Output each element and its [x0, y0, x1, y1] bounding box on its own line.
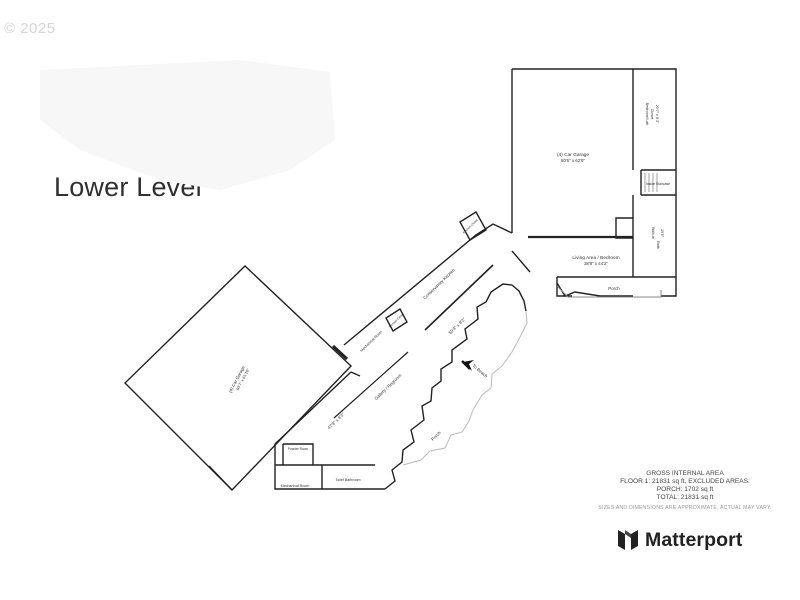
label-bedroom-closet-dims: 20'7" x 8'3": [655, 105, 659, 124]
label-porch-left: Porch: [430, 430, 442, 442]
corridor-inner-wall-lower: [333, 351, 409, 419]
label-living-area-dims: 38'8" x 44'2": [584, 261, 609, 266]
label-garage-right-dims: 60'6" x 62'9": [561, 158, 586, 163]
gross-area-info: GROSS INTERNAL AREA FLOOR 1: 21831 sq ft…: [585, 470, 785, 512]
garage-left-walls: [124, 265, 352, 492]
watermark-shape: [40, 60, 335, 190]
kitchen-closet: [459, 211, 487, 241]
stair-walls: [640, 169, 676, 196]
porch-outline: [402, 310, 528, 466]
corridor-inner-wall-upper: [424, 264, 494, 331]
lower-rooms-walls: [274, 443, 385, 490]
label-walk-in: Walk-In: [651, 227, 655, 239]
staircase-hatch: [644, 173, 658, 192]
garage-right-walls: [511, 68, 677, 297]
label-kitchen-closet: Kitchen Closet: [462, 218, 479, 234]
gross-area-total: TOTAL: 21831 sq ft: [656, 494, 714, 501]
storage-closet: [385, 308, 408, 332]
label-walk-in-dims: 19'5": [660, 229, 664, 238]
to-beach-arrow-shaft: [461, 360, 471, 370]
label-mechanical-room: Mechanical Room: [281, 484, 310, 488]
label-to-beach: To Beach: [471, 363, 489, 379]
label-inside-staircase: Inside Staircase: [646, 182, 670, 186]
matterport-brand-name: Matterport: [645, 528, 743, 551]
label-mechanical-room-diag: Mechanical Room: [360, 330, 383, 353]
bottom-diag: [208, 371, 361, 491]
label-porch-right: Porch: [608, 286, 620, 291]
lower-left-diag: [274, 371, 352, 445]
gross-area-porch: PORCH: 1702 sq ft: [656, 486, 714, 493]
zigzag-outer-wall: [384, 283, 527, 490]
corridor-upper-wall: [343, 223, 513, 346]
label-toilet-bathroom: Toilet Bathroom: [336, 478, 361, 482]
garage-left-door: [331, 344, 349, 361]
label-walk-in-bath: Bath: [656, 241, 660, 248]
label-storage-closet: Storage Closet: [388, 312, 405, 329]
label-garage-right: (4) Car Garage: [557, 152, 590, 158]
gross-area-floor: FLOOR 1: 21831 sq ft, EXCLUDED AREAS:: [620, 478, 750, 485]
label-gallery-dims-bottom: 47'9" x 8'3": [326, 411, 345, 430]
matterport-logo-icon: [618, 530, 638, 550]
label-powder-room: Powder Room: [288, 447, 309, 451]
label-gallery-dims-top: 55'4" x 8'2": [447, 316, 466, 335]
gross-area-disclaimer: SIZES AND DIMENSIONS ARE APPROXIMATE, AC…: [598, 505, 772, 511]
right-porch-bay: [556, 285, 662, 298]
copyright-text: © 2025: [4, 20, 56, 37]
matterport-brand: Matterport: [617, 526, 742, 554]
label-gallery: Gallery / Regroom: [373, 373, 402, 402]
label-bedroom-lab: Bedroom/Lab: [645, 103, 649, 126]
label-bedroom-closet: Closet: [650, 109, 654, 121]
to-beach-arrow-icon: [463, 360, 474, 371]
label-conservatory: Conservatory Kitchen: [422, 267, 456, 300]
label-living-area: Living Area / Bedroom: [572, 255, 619, 261]
closet-walls: [615, 217, 634, 239]
gross-area-heading: GROSS INTERNAL AREA: [646, 470, 724, 477]
